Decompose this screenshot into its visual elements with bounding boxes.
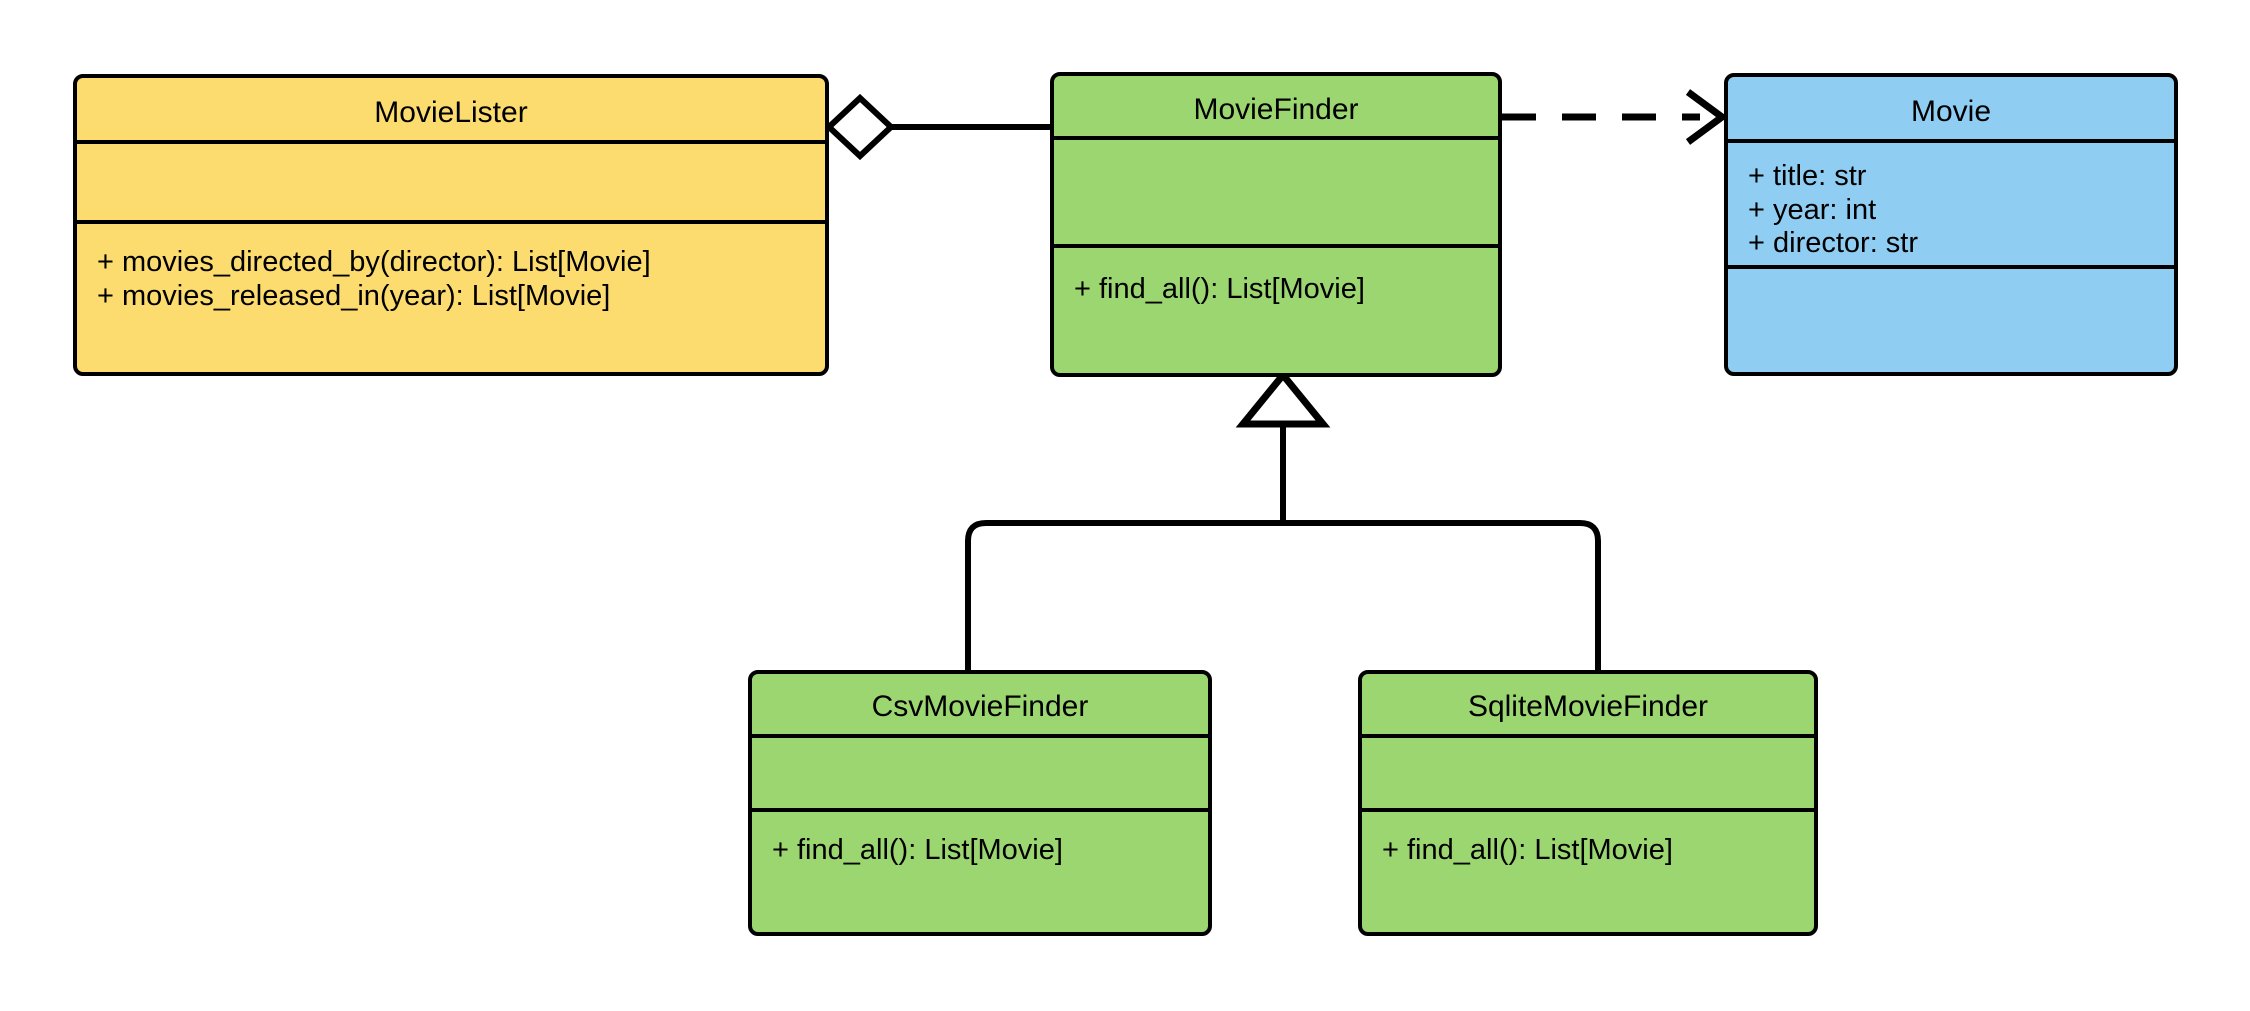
operations-list: + find_all(): List[Movie] [1362, 834, 1814, 868]
hollow-diamond-marker [824, 93, 896, 161]
branch-sqlitemoviefinder [1283, 520, 1601, 670]
operation-item: + find_all(): List[Movie] [772, 834, 1063, 866]
operations-list: + movies_directed_by(director): List[Mov… [77, 246, 825, 313]
class-name-label: SqliteMovieFinder [1467, 690, 1709, 723]
attributes-list: + title: str + year: int + director: str [1728, 160, 2174, 261]
operations-list: + find_all(): List[Movie] [752, 834, 1208, 868]
generalization-tree [965, 369, 1601, 670]
branch-csvmoviefinder [965, 520, 1283, 670]
operations-compartment: + movies_directed_by(director): List[Mov… [77, 220, 825, 372]
class-box-movie[interactable]: Movie + title: str + year: int + directo… [1724, 73, 2178, 376]
attribute-item: + title: str [1748, 160, 1867, 192]
attributes-compartment [752, 734, 1208, 808]
attributes-compartment [77, 140, 825, 220]
class-name-label: Movie [1910, 95, 1992, 128]
operation-item: + movies_released_in(year): List[Movie] [97, 279, 611, 312]
class-box-csvmoviefinder[interactable]: CsvMovieFinder + find_all(): List[Movie] [748, 670, 1212, 936]
open-arrow-marker [1685, 89, 1728, 145]
hollow-triangle-marker [1235, 369, 1331, 428]
attributes-compartment [1054, 136, 1498, 244]
class-name-label: MovieFinder [1193, 93, 1359, 126]
class-name-compartment: Movie [1728, 77, 2174, 139]
class-box-movielister[interactable]: MovieLister + movies_directed_by(directo… [73, 74, 829, 376]
attribute-item: + year: int [1748, 193, 1877, 226]
class-name-compartment: SqliteMovieFinder [1362, 674, 1814, 734]
class-name-label: MovieLister [374, 96, 528, 129]
dependency-moviefinder-movie [1502, 89, 1728, 145]
attribute-item: + director: str [1748, 227, 1919, 260]
operations-compartment: + find_all(): List[Movie] [752, 808, 1208, 932]
operation-item: + find_all(): List[Movie] [1382, 834, 1673, 866]
attributes-compartment: + title: str + year: int + director: str [1728, 139, 2174, 265]
aggregation-movielister-moviefinder [824, 93, 1050, 161]
operations-compartment [1728, 265, 2174, 372]
attributes-compartment [1362, 734, 1814, 808]
class-name-compartment: MovieFinder [1054, 76, 1498, 136]
operations-compartment: + find_all(): List[Movie] [1362, 808, 1814, 932]
class-name-compartment: CsvMovieFinder [752, 674, 1208, 734]
operations-compartment: + find_all(): List[Movie] [1054, 244, 1498, 373]
operations-list: + find_all(): List[Movie] [1054, 273, 1498, 307]
class-box-sqlitemoviefinder[interactable]: SqliteMovieFinder + find_all(): List[Mov… [1358, 670, 1818, 936]
operation-item: + movies_directed_by(director): List[Mov… [97, 246, 651, 278]
class-name-compartment: MovieLister [77, 78, 825, 140]
class-name-label: CsvMovieFinder [871, 690, 1089, 723]
operation-item: + find_all(): List[Movie] [1074, 273, 1365, 305]
class-box-moviefinder[interactable]: MovieFinder + find_all(): List[Movie] [1050, 72, 1502, 377]
